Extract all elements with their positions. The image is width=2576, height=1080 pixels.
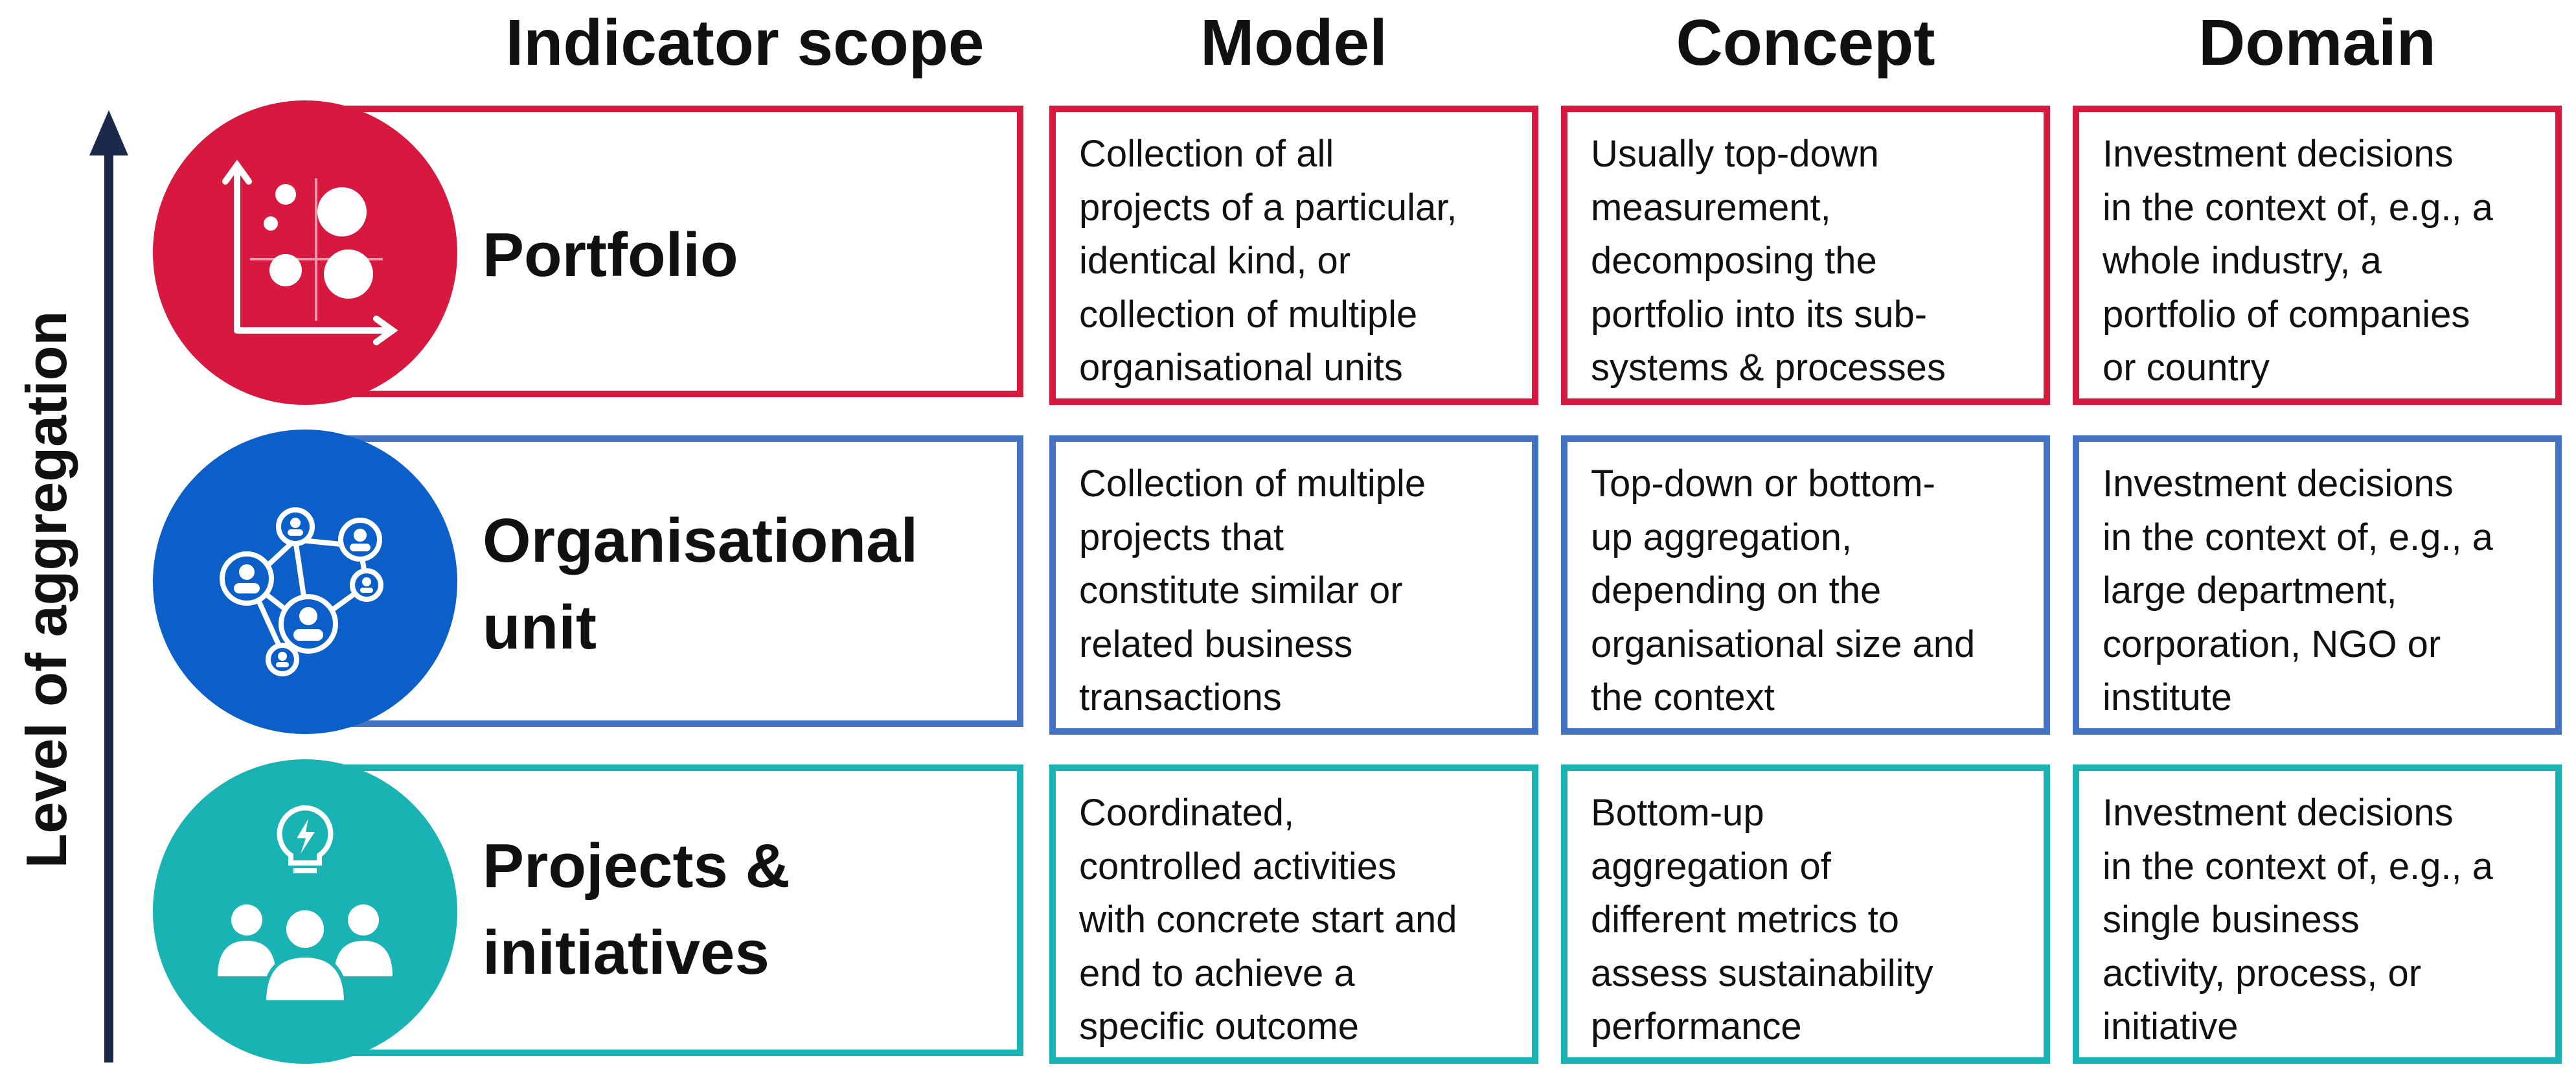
domain-cell-projects-initiatives: Investment decisions in the context of, …	[2073, 764, 2562, 1064]
model-cell-organisational-unit: Collection of multiple projects that con…	[1049, 435, 1538, 735]
projects-initiatives-circle	[153, 759, 457, 1064]
portfolio-circle	[153, 100, 457, 405]
model-cell-projects-initiatives: Coordinated, controlled activities with …	[1049, 764, 1538, 1064]
model-cell-portfolio: Collection of all projects of a particul…	[1049, 106, 1538, 405]
domain-cell-portfolio: Investment decisions in the context of, …	[2073, 106, 2562, 405]
organisational-unit-circle	[153, 430, 457, 734]
scope-label-organisational-unit: Organisational unit	[483, 506, 918, 662]
header-model: Model	[1200, 6, 1387, 79]
concept-cell-organisational-unit: Top-down or bottom- up aggregation, depe…	[1561, 435, 2050, 735]
header-concept: Concept	[1676, 6, 1935, 79]
aggregation-arrow	[89, 110, 128, 1063]
scope-label-portfolio: Portfolio	[483, 220, 738, 290]
concept-cell-portfolio: Usually top-down measurement, decomposin…	[1561, 106, 2050, 405]
domain-cell-organisational-unit: Investment decisions in the context of, …	[2073, 435, 2562, 735]
axis-label-level-of-aggregation: Level of aggregation	[14, 310, 78, 869]
team-idea-icon	[218, 805, 393, 1004]
people-network-icon	[220, 507, 383, 676]
header-indicator-scope: Indicator scope	[505, 6, 985, 79]
scatter-chart-icon	[222, 159, 398, 345]
concept-cell-projects-initiatives: Bottom-up aggregation of different metri…	[1561, 764, 2050, 1064]
header-domain: Domain	[2198, 6, 2436, 79]
scope-label-projects-initiatives: Projects & initiatives	[483, 831, 790, 987]
